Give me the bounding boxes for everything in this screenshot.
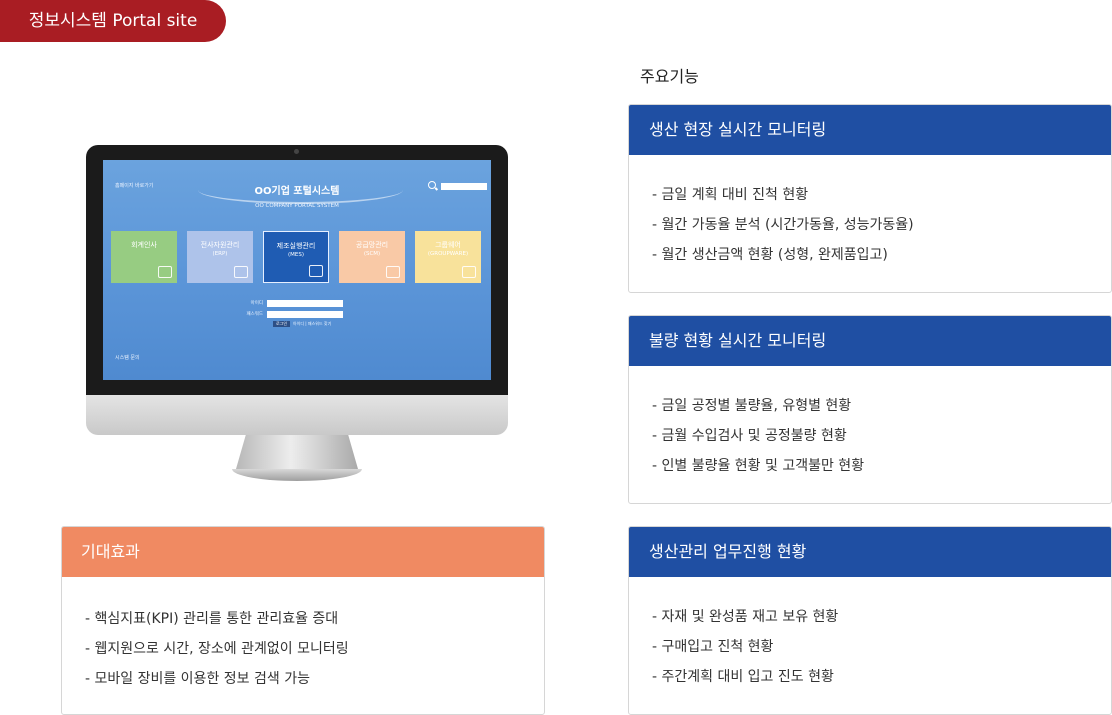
feature-title: 생산 현장 실시간 모니터링 — [629, 105, 1111, 155]
list-item: - 주간계획 대비 입고 진도 현황 — [652, 669, 834, 685]
screen-login-button: 로그인 — [273, 321, 290, 327]
feature-production-monitoring: 생산 현장 실시간 모니터링 - 금일 계획 대비 진척 현황 - 월간 가동율… — [628, 104, 1112, 293]
list-item: - 인별 불량율 현황 및 고객불만 현황 — [652, 458, 865, 474]
monitor-chin — [86, 395, 508, 435]
tile-scm: 공급망관리 (SCM) — [339, 231, 405, 283]
monitor-base — [232, 469, 362, 481]
screen-id-label: 아이디 — [250, 301, 263, 306]
hub-icon — [386, 266, 400, 278]
tile-sub: (MES) — [287, 252, 304, 258]
monitor-illustration: 홈페이지 바로가기 OO기업 포털시스템 OO COMPANY PORTAL S… — [86, 145, 508, 485]
screen-pw-field — [267, 311, 343, 318]
list-item: - 금월 수입검사 및 공정불량 현황 — [652, 428, 847, 444]
calculator-icon — [158, 266, 172, 278]
section-badge: 정보시스템 Portal site — [0, 0, 226, 42]
tile-sub: (ERP) — [212, 251, 228, 257]
feature-list: - 자재 및 완성품 재고 보유 현황 - 구매입고 진척 현황 - 주간계획 … — [629, 577, 1111, 692]
screen-search-input — [441, 183, 487, 190]
tile-sub: (SCM) — [363, 251, 381, 257]
title-arc-decoration — [198, 176, 403, 204]
tile-erp: 전사자원관리 (ERP) — [187, 231, 253, 283]
tile-mes: 제조실행관리 (MES) — [263, 231, 329, 283]
screen-inquiry-link: 시스템 문의 — [115, 355, 140, 361]
tile-label: 회계인사 — [131, 241, 157, 249]
list-item: - 웹지원으로 시간, 장소에 관계없이 모니터링 — [85, 641, 349, 657]
effects-title: 기대효과 — [62, 527, 544, 577]
list-item: - 금일 계획 대비 진척 현황 — [652, 187, 809, 203]
list-item: - 핵심지표(KPI) 관리를 통한 관리효율 증대 — [85, 611, 339, 627]
tile-label: 전사자원관리 — [200, 241, 240, 249]
tile-label: 제조실행관리 — [276, 242, 316, 250]
list-item: - 금일 공정별 불량율, 유형별 현황 — [652, 398, 852, 414]
screen-title: OO기업 포털시스템 — [254, 186, 340, 197]
list-item: - 월간 생산금액 현황 (성형, 완제품입고) — [652, 247, 888, 263]
feature-production-management: 생산관리 업무진행 현황 - 자재 및 완성품 재고 보유 현황 - 구매입고 … — [628, 526, 1112, 715]
tile-sub: (GROUPWARE) — [427, 251, 469, 257]
effects-list: - 핵심지표(KPI) 관리를 통한 관리효율 증대 - 웹지원으로 시간, 장… — [62, 577, 544, 694]
tile-accounting: 회계인사 — [111, 231, 177, 283]
feature-title: 불량 현황 실시간 모니터링 — [629, 316, 1111, 366]
feature-title: 생산관리 업무진행 현황 — [629, 527, 1111, 577]
search-icon — [428, 181, 436, 189]
group-icon — [462, 266, 476, 278]
feature-defect-monitoring: 불량 현황 실시간 모니터링 - 금일 공정별 불량율, 유형별 현황 - 금월… — [628, 315, 1112, 504]
screen-id-field — [267, 300, 343, 307]
list-item: - 자재 및 완성품 재고 보유 현황 — [652, 609, 839, 625]
tile-label: 공급망관리 — [355, 241, 389, 249]
screen-subtitle: OO COMPANY PORTAL SYSTEM — [255, 203, 339, 209]
tile-groupware: 그룹웨어 (GROUPWARE) — [415, 231, 481, 283]
screen-home-link: 홈페이지 바로가기 — [115, 183, 154, 189]
screen-pw-label: 패스워드 — [246, 312, 263, 317]
list-item: - 모바일 장비를 이용한 정보 검색 가능 — [85, 671, 310, 687]
monitor-bezel: 홈페이지 바로가기 OO기업 포털시스템 OO COMPANY PORTAL S… — [86, 145, 508, 395]
feature-list: - 금일 계획 대비 진척 현황 - 월간 가동율 분석 (시간가동율, 성능가… — [629, 155, 1111, 270]
portal-screen: 홈페이지 바로가기 OO기업 포털시스템 OO COMPANY PORTAL S… — [103, 160, 491, 380]
feature-list: - 금일 공정별 불량율, 유형별 현황 - 금월 수입검사 및 공정불량 현황… — [629, 366, 1111, 481]
list-item: - 월간 가동율 분석 (시간가동율, 성능가동율) — [652, 217, 914, 233]
list-item: - 구매입고 진척 현황 — [652, 639, 774, 655]
network-icon — [234, 266, 248, 278]
tile-label: 그룹웨어 — [435, 241, 461, 249]
robot-arm-icon — [309, 265, 323, 277]
monitor-camera — [294, 149, 299, 154]
monitor-stand — [236, 435, 358, 469]
features-heading: 주요기능 — [640, 67, 699, 86]
effects-panel: 기대효과 - 핵심지표(KPI) 관리를 통한 관리효율 증대 - 웹지원으로 … — [61, 526, 545, 715]
screen-login-links: 아이디 | 패스워드 찾기 — [293, 321, 332, 326]
